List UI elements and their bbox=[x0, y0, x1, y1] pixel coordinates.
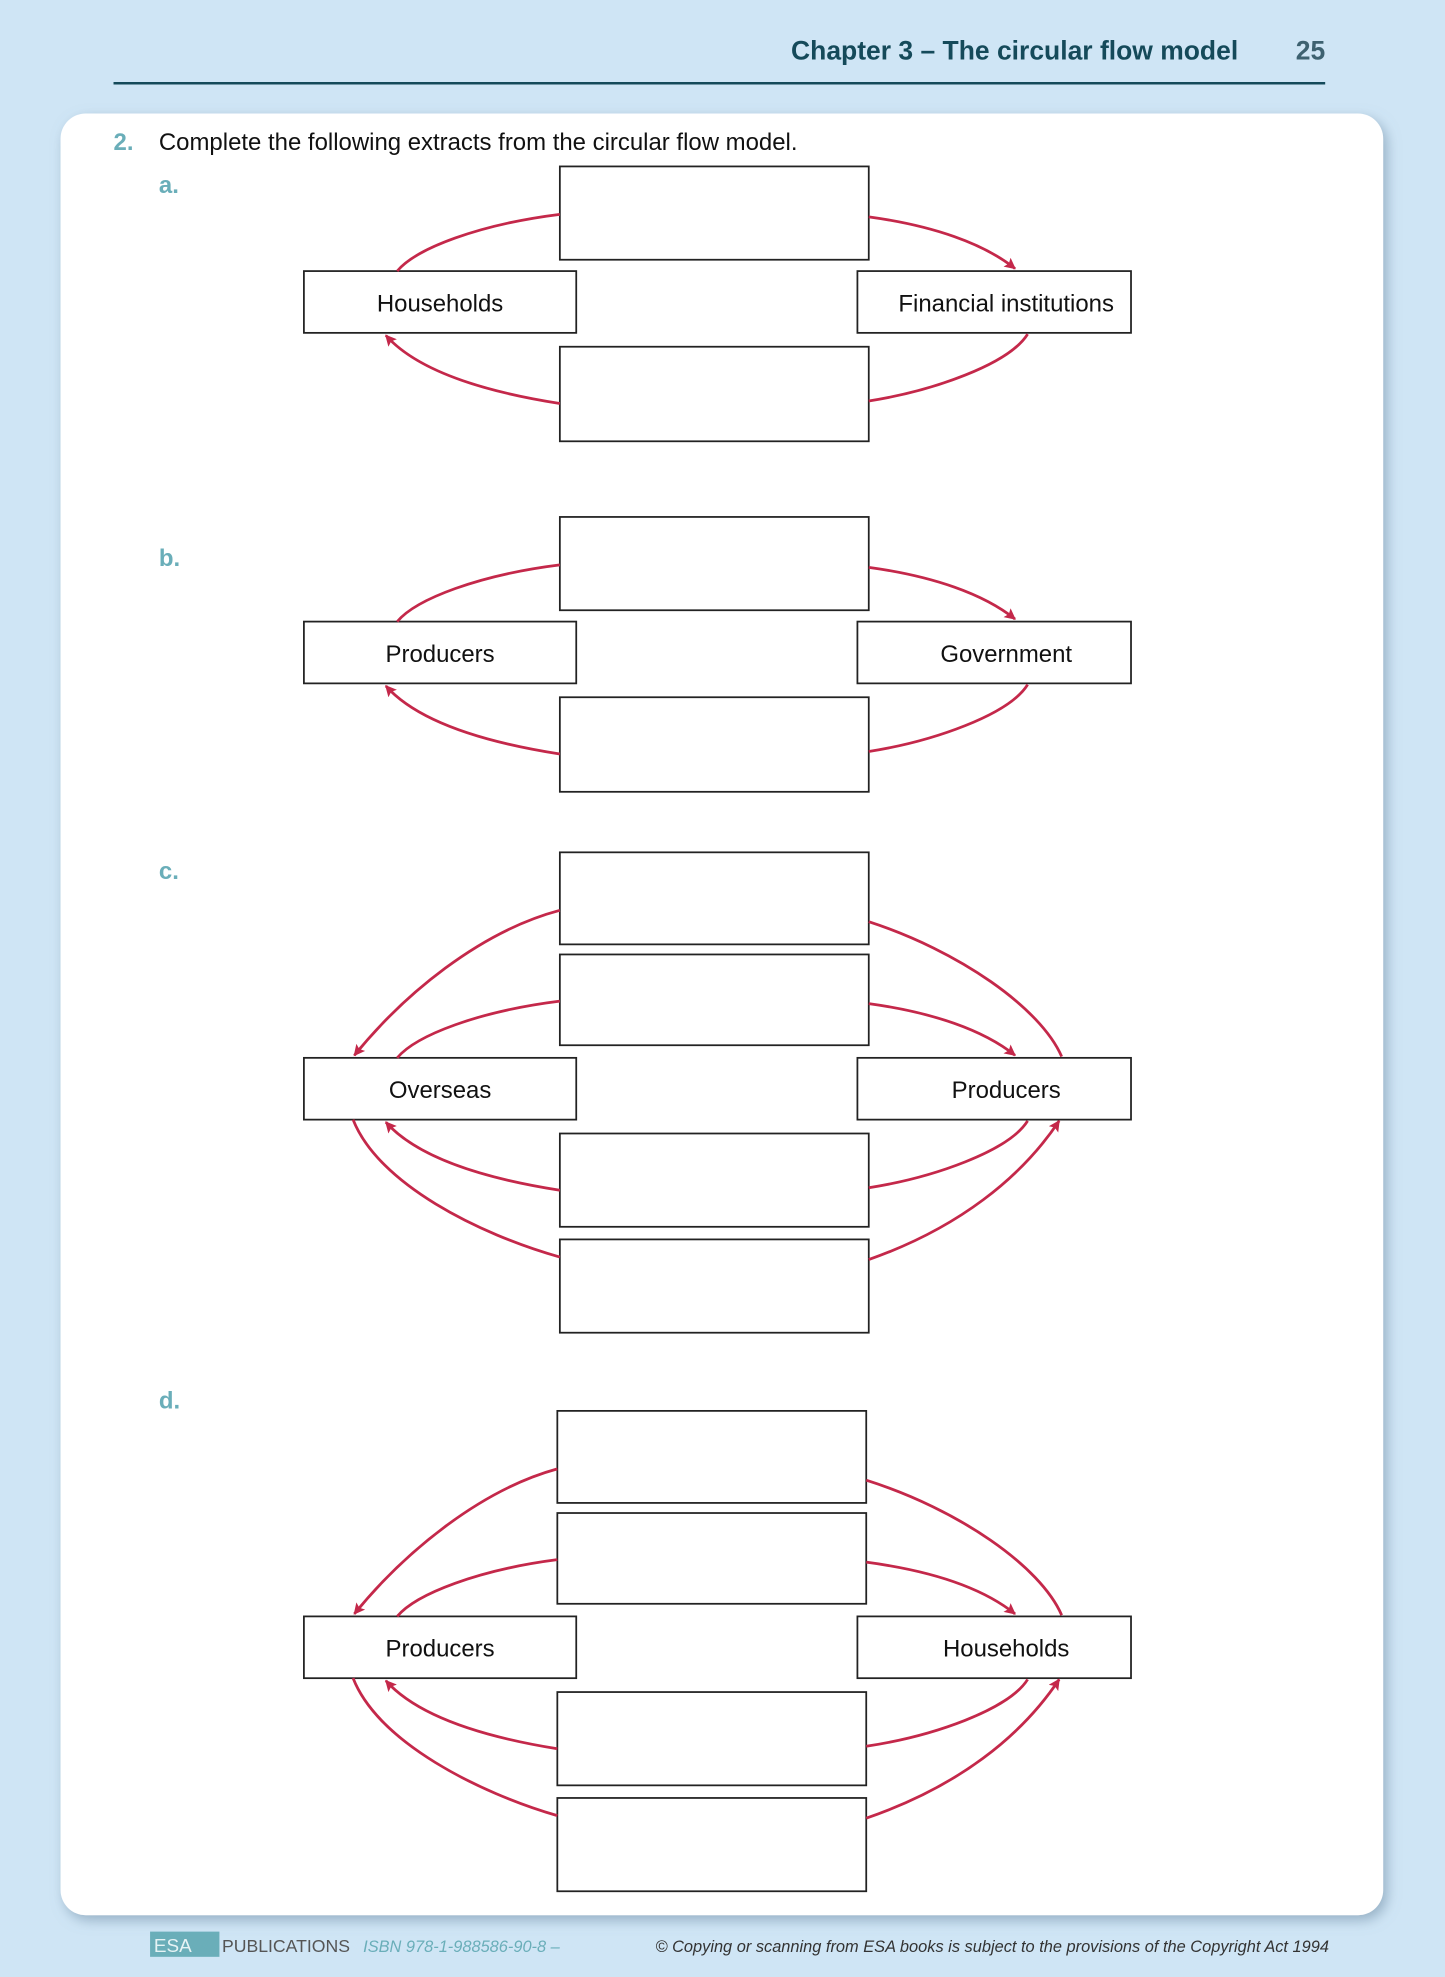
sector-box-right bbox=[856, 1615, 1132, 1680]
sector-box-left bbox=[303, 620, 578, 685]
sector-box-right bbox=[856, 620, 1132, 685]
flow-arrow bbox=[868, 1119, 1061, 1261]
blank-answer-box[interactable] bbox=[558, 1238, 870, 1334]
flow-arrow bbox=[384, 1121, 561, 1192]
publisher-name: PUBLICATIONS bbox=[222, 1936, 350, 1956]
diagram-a: a. Households Financial institutions bbox=[159, 165, 1132, 443]
sector-label-right: Households bbox=[943, 1636, 1069, 1663]
flow-line bbox=[866, 1678, 1029, 1748]
flow-arrow bbox=[353, 908, 561, 1057]
diagram-label: c. bbox=[159, 858, 179, 885]
footer: ESA PUBLICATIONS ISBN 978-1-988586-90-8 … bbox=[150, 1931, 1329, 1957]
flow-line bbox=[396, 212, 561, 272]
diagram-d: d. Producers Households bbox=[159, 1387, 1132, 1893]
diagram-b: b. Producers Government bbox=[159, 516, 1132, 793]
flow-line bbox=[396, 1558, 558, 1618]
flow-arrow bbox=[868, 566, 1016, 621]
blank-answer-box[interactable] bbox=[558, 953, 870, 1047]
sector-label-right: Producers bbox=[952, 1077, 1061, 1104]
sector-label-left: Producers bbox=[386, 641, 495, 668]
diagram-label: a. bbox=[159, 172, 179, 199]
blank-answer-box[interactable] bbox=[556, 1409, 868, 1504]
esa-logo bbox=[150, 1931, 220, 1957]
page-number: 25 bbox=[1296, 35, 1325, 65]
sector-label-right: Financial institutions bbox=[898, 290, 1114, 317]
flow-arrow bbox=[866, 1560, 1016, 1615]
sector-label-right: Government bbox=[940, 641, 1072, 668]
copyright-notice: © Copying or scanning from ESA books is … bbox=[655, 1938, 1328, 1956]
diagram-label: d. bbox=[159, 1387, 180, 1414]
diagrams: a. Households Financial institutions b. Prod… bbox=[159, 165, 1132, 1893]
isbn: ISBN 978-1-988586-90-8 – bbox=[363, 1938, 561, 1956]
blank-answer-box[interactable] bbox=[558, 696, 870, 793]
sector-label-left: Households bbox=[377, 290, 503, 317]
flow-arrow bbox=[868, 215, 1016, 270]
flow-line bbox=[868, 333, 1029, 403]
sector-label-left: Overseas bbox=[389, 1077, 491, 1104]
flow-line bbox=[868, 920, 1063, 1058]
blank-answer-box[interactable] bbox=[558, 851, 870, 946]
sector-box-right bbox=[856, 1056, 1132, 1121]
question-prompt: Complete the following extracts from the… bbox=[159, 129, 798, 156]
flow-arrow bbox=[353, 1467, 558, 1615]
sector-box-right bbox=[856, 270, 1132, 334]
sector-box-left bbox=[303, 1615, 578, 1680]
blank-answer-box[interactable] bbox=[558, 516, 870, 612]
flow-arrow bbox=[384, 1679, 558, 1751]
blank-answer-box[interactable] bbox=[558, 1132, 870, 1228]
flow-arrow bbox=[384, 334, 561, 405]
diagram-label: b. bbox=[159, 545, 180, 572]
flow-line bbox=[868, 1120, 1029, 1190]
flow-line bbox=[396, 563, 561, 623]
flow-line bbox=[865, 1478, 1063, 1616]
blank-answer-box[interactable] bbox=[556, 1691, 868, 1787]
diagram-c: c. Overseas Producers bbox=[159, 851, 1132, 1334]
flow-arrow bbox=[865, 1678, 1061, 1820]
blank-answer-box[interactable] bbox=[556, 1512, 868, 1605]
sector-box-left bbox=[303, 270, 578, 334]
flow-line bbox=[868, 683, 1029, 753]
esa-logo-text: ESA bbox=[154, 1936, 192, 1957]
flow-line bbox=[396, 999, 561, 1059]
question-number: 2. bbox=[114, 129, 134, 156]
sector-box-left bbox=[303, 1056, 578, 1121]
flow-line bbox=[351, 1119, 561, 1259]
flow-arrow bbox=[384, 684, 561, 756]
chapter-title: Chapter 3 – The circular flow model bbox=[791, 35, 1238, 65]
blank-answer-box[interactable] bbox=[558, 165, 870, 261]
blank-answer-box[interactable] bbox=[558, 345, 870, 443]
flow-line bbox=[351, 1677, 558, 1817]
flow-arrow bbox=[868, 1002, 1016, 1057]
blank-answer-box[interactable] bbox=[556, 1797, 868, 1893]
sector-label-left: Producers bbox=[386, 1636, 495, 1663]
